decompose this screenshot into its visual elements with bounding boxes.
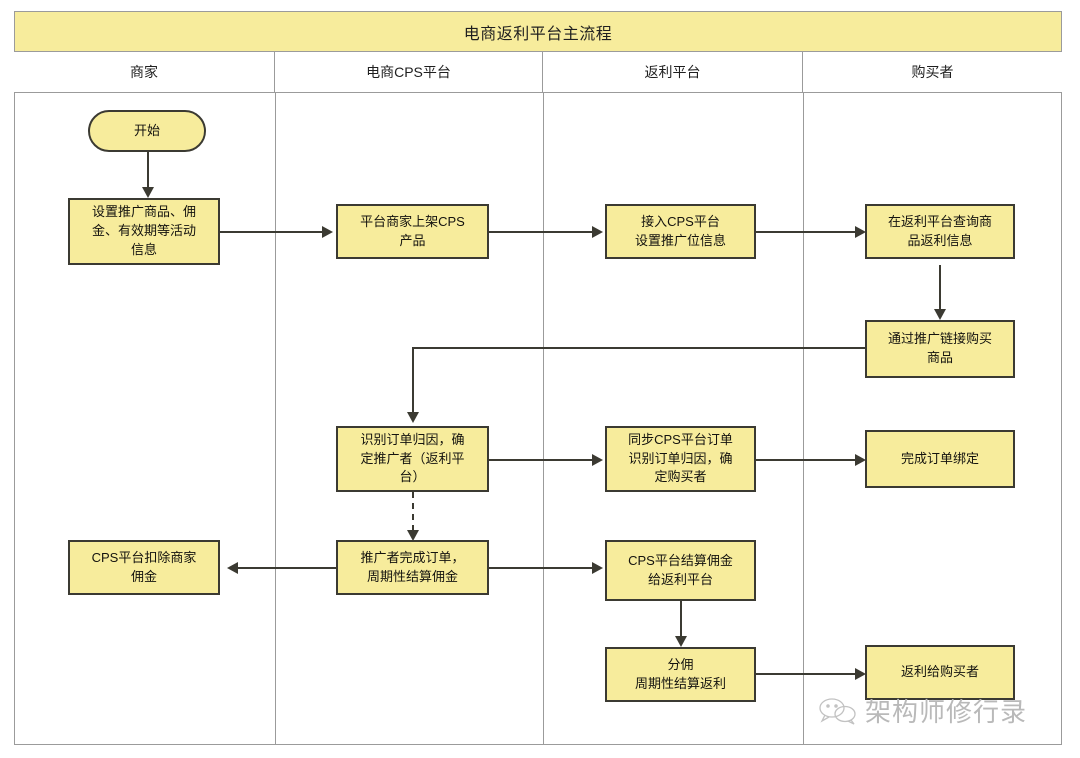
edge-share-cycle-to-pay-buyer — [756, 673, 856, 675]
edge-sync-order-to-bind-order-arrow — [855, 454, 866, 466]
edge-set-promo-to-list-cps-arrow — [322, 226, 333, 238]
node-list-cps[interactable]: 平台商家上架CPS 产品 — [336, 204, 489, 259]
node-bind-order[interactable]: 完成订单绑定 — [865, 430, 1015, 488]
edge-attribute-to-settle-cycle-dashed — [412, 492, 414, 531]
lane-header-merchant: 商家 — [14, 52, 275, 93]
node-settle-cycle[interactable]: 推广者完成订单， 周期性结算佣金 — [336, 540, 489, 595]
edge-list-cps-to-access-cps — [489, 231, 593, 233]
edge-attribute-to-settle-cycle-arrow — [407, 530, 419, 541]
edge-settle-rebate-to-share-cycle — [680, 601, 682, 637]
lane-header-buyer: 购买者 — [803, 52, 1062, 93]
edge-settle-rebate-to-share-cycle-arrow — [675, 636, 687, 647]
edge-access-cps-to-query-rebate — [756, 231, 856, 233]
node-sync-order[interactable]: 同步CPS平台订单 识别订单归因，确 定购买者 — [605, 426, 756, 492]
node-settle-rebate[interactable]: CPS平台结算佣金 给返利平台 — [605, 540, 756, 601]
node-deduct[interactable]: CPS平台扣除商家 佣金 — [68, 540, 220, 595]
edge-set-promo-to-list-cps — [220, 231, 323, 233]
node-query-rebate[interactable]: 在返利平台查询商 品返利信息 — [865, 204, 1015, 259]
edge-start-to-set-promo-arrow — [142, 187, 154, 198]
lane-header-rebate-platform: 返利平台 — [543, 52, 803, 93]
lane-divider-2 — [543, 93, 544, 745]
node-share-cycle[interactable]: 分佣 周期性结算返利 — [605, 647, 756, 702]
node-access-cps[interactable]: 接入CPS平台 设置推广位信息 — [605, 204, 756, 259]
edge-buy-link-to-attribute-horizontal — [412, 347, 865, 349]
edge-start-to-set-promo — [147, 152, 149, 188]
node-pay-buyer[interactable]: 返利给购买者 — [865, 645, 1015, 700]
node-buy-link[interactable]: 通过推广链接购买 商品 — [865, 320, 1015, 378]
edge-buy-link-to-attribute-vertical — [412, 347, 414, 413]
lane-divider-3 — [803, 93, 804, 745]
edge-settle-cycle-to-settle-rebate — [489, 567, 593, 569]
lane-divider-1 — [275, 93, 276, 745]
edge-buy-link-to-attribute-arrow — [407, 412, 419, 423]
edge-settle-cycle-to-deduct — [238, 567, 336, 569]
edge-settle-cycle-to-deduct-arrow — [227, 562, 238, 574]
edge-settle-cycle-to-settle-rebate-arrow — [592, 562, 603, 574]
edge-attribute-to-sync-order-arrow — [592, 454, 603, 466]
node-set-promo[interactable]: 设置推广商品、佣 金、有效期等活动 信息 — [68, 198, 220, 265]
diagram-title: 电商返利平台主流程 — [14, 11, 1062, 52]
edge-access-cps-to-query-rebate-arrow — [855, 226, 866, 238]
edge-share-cycle-to-pay-buyer-arrow — [855, 668, 866, 680]
edge-sync-order-to-bind-order — [756, 459, 856, 461]
edge-query-rebate-to-buy-link — [939, 265, 941, 310]
edge-query-rebate-to-buy-link-arrow — [934, 309, 946, 320]
edge-attribute-to-sync-order — [489, 459, 593, 461]
lane-header-cps-platform: 电商CPS平台 — [275, 52, 543, 93]
node-start[interactable]: 开始 — [88, 110, 206, 152]
edge-list-cps-to-access-cps-arrow — [592, 226, 603, 238]
node-attribute[interactable]: 识别订单归因，确 定推广者（返利平 台） — [336, 426, 489, 492]
